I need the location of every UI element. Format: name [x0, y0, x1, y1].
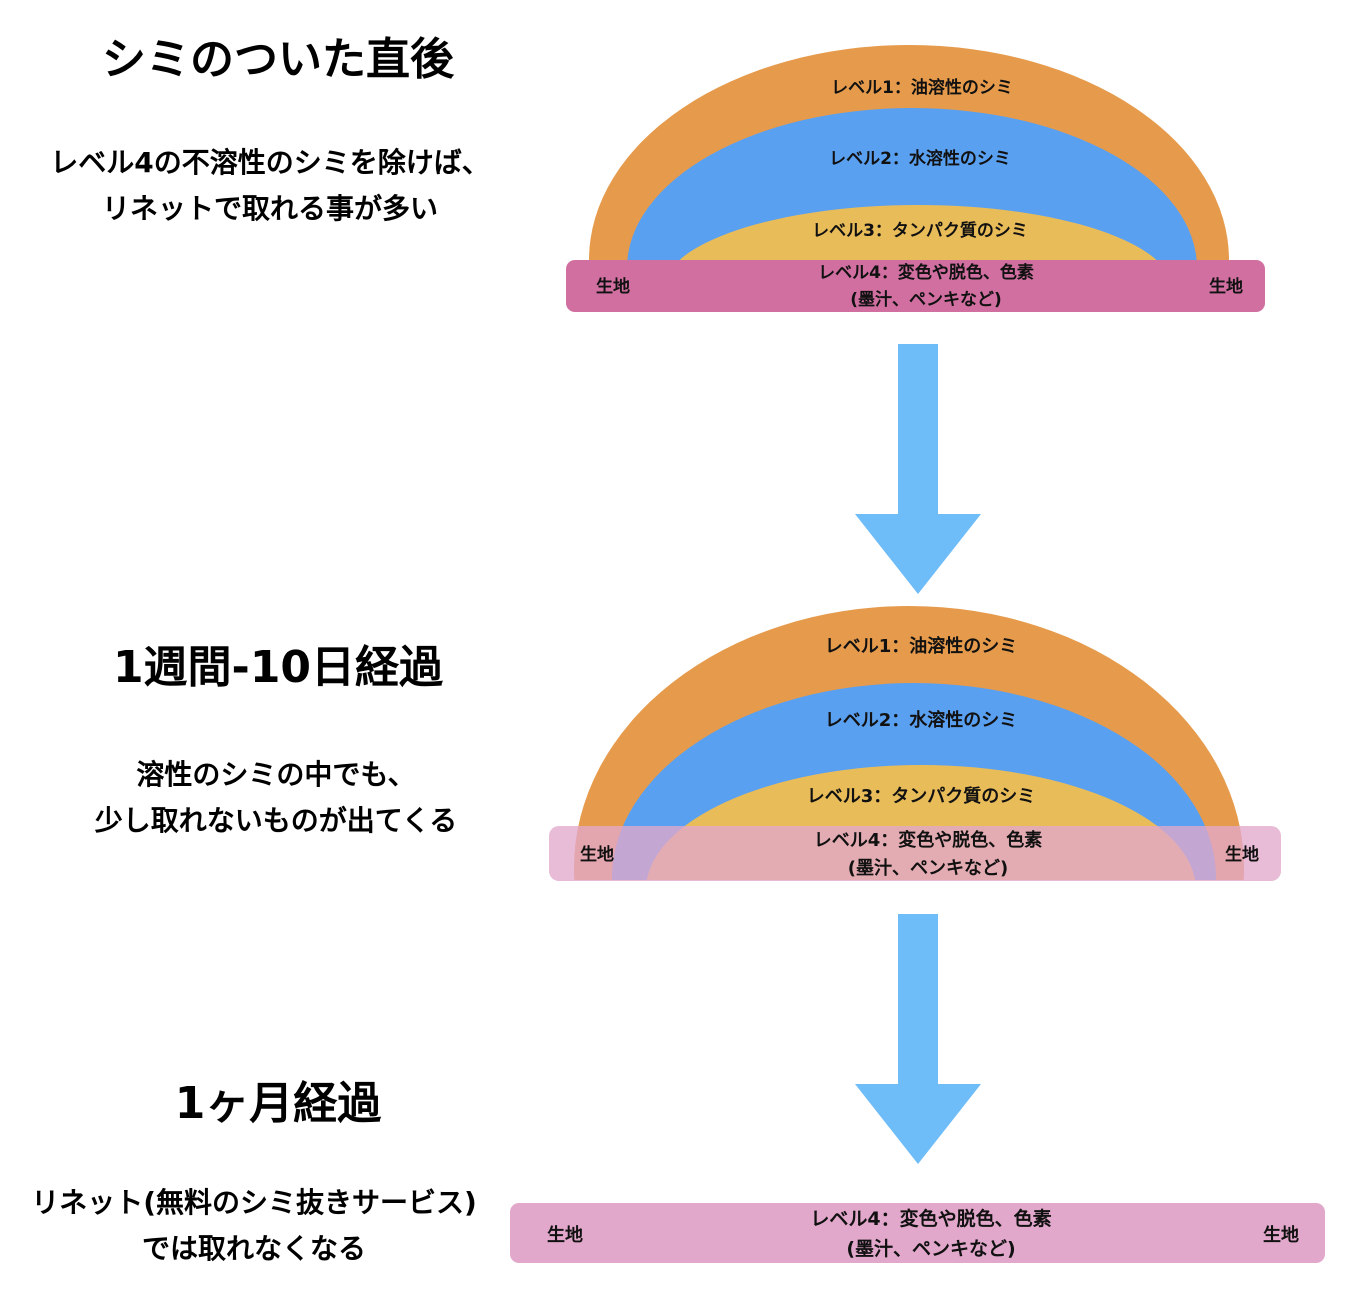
stage1-description: レベル4の不溶性のシミを除けば、 リネットで取れる事が多い [50, 140, 489, 232]
stage1-title: シミのついた直後 [102, 34, 454, 85]
stage2-fabric-label-left: 生地 [580, 844, 614, 865]
stage2-description-line2: 少し取れないものが出てくる [94, 804, 458, 837]
stage2-level4-label-line1: レベル4：変色や脱色、色素 [814, 829, 1043, 851]
stage3-fabric-label-left: 生地 [547, 1224, 583, 1246]
stage1-level1-label: レベル1：油溶性のシミ [831, 77, 1013, 98]
stage2-diagram: レベル1：油溶性のシミ レベル2：水溶性のシミ レベル3：タンパク質のシミ レベ… [549, 606, 1281, 881]
down-arrow-1 [855, 344, 981, 594]
stage3-level4-label-line1: レベル4：変色や脱色、色素 [810, 1207, 1051, 1230]
stage1-level3-label: レベル3：タンパク質のシミ [812, 220, 1028, 241]
stage3-level4-fabric-band [510, 1203, 1325, 1263]
stage1-level2-label: レベル2：水溶性のシミ [829, 148, 1011, 169]
stage2-fabric-label-right: 生地 [1225, 844, 1259, 865]
stage3-description-line1: リネット(無料のシミ抜きサービス) [31, 1186, 477, 1219]
stage2-level3-label: レベル3：タンパク質のシミ [807, 785, 1036, 807]
stage2-level1-label: レベル1：油溶性のシミ [825, 635, 1018, 657]
stage1-level4-label-line2: (墨汁、ペンキなど) [850, 289, 1002, 310]
stage3-title: 1ヶ月経過 [174, 1078, 382, 1129]
stage2-description: 溶性のシミの中でも、 少し取れないものが出てくる [95, 752, 458, 844]
stage3-level4-label-line2: (墨汁、ペンキなど) [846, 1237, 1015, 1260]
stage1-description-line2: リネットで取れる事が多い [101, 192, 439, 225]
stage2-level4-label-line2: (墨汁、ペンキなど) [848, 857, 1008, 879]
stage1-fabric-label-left: 生地 [596, 276, 630, 297]
stage2-level4-fabric-band [549, 826, 1281, 881]
stage1-description-line1: レベル4の不溶性のシミを除けば、 [50, 146, 490, 179]
stage2-title: 1週間-10日経過 [112, 642, 444, 693]
down-arrow-2 [855, 914, 981, 1164]
stage2-description-line1: 溶性のシミの中でも、 [136, 758, 416, 791]
stage3-fabric-label-right: 生地 [1263, 1224, 1299, 1246]
stage3-description: リネット(無料のシミ抜きサービス) では取れなくなる [31, 1180, 477, 1272]
stage1-level4-label-line1: レベル4：変色や脱色、色素 [818, 262, 1034, 283]
stage3-diagram: レベル4：変色や脱色、色素 (墨汁、ペンキなど) 生地 生地 [510, 1203, 1325, 1263]
stage2-level2-label: レベル2：水溶性のシミ [825, 709, 1018, 731]
stage1-diagram: レベル1：油溶性のシミ レベル2：水溶性のシミ レベル3：タンパク質のシミ レベ… [566, 45, 1265, 312]
stage1-fabric-label-right: 生地 [1209, 276, 1243, 297]
stage1-level4-fabric-band [566, 260, 1265, 312]
stage3-description-line2: では取れなくなる [141, 1232, 367, 1265]
